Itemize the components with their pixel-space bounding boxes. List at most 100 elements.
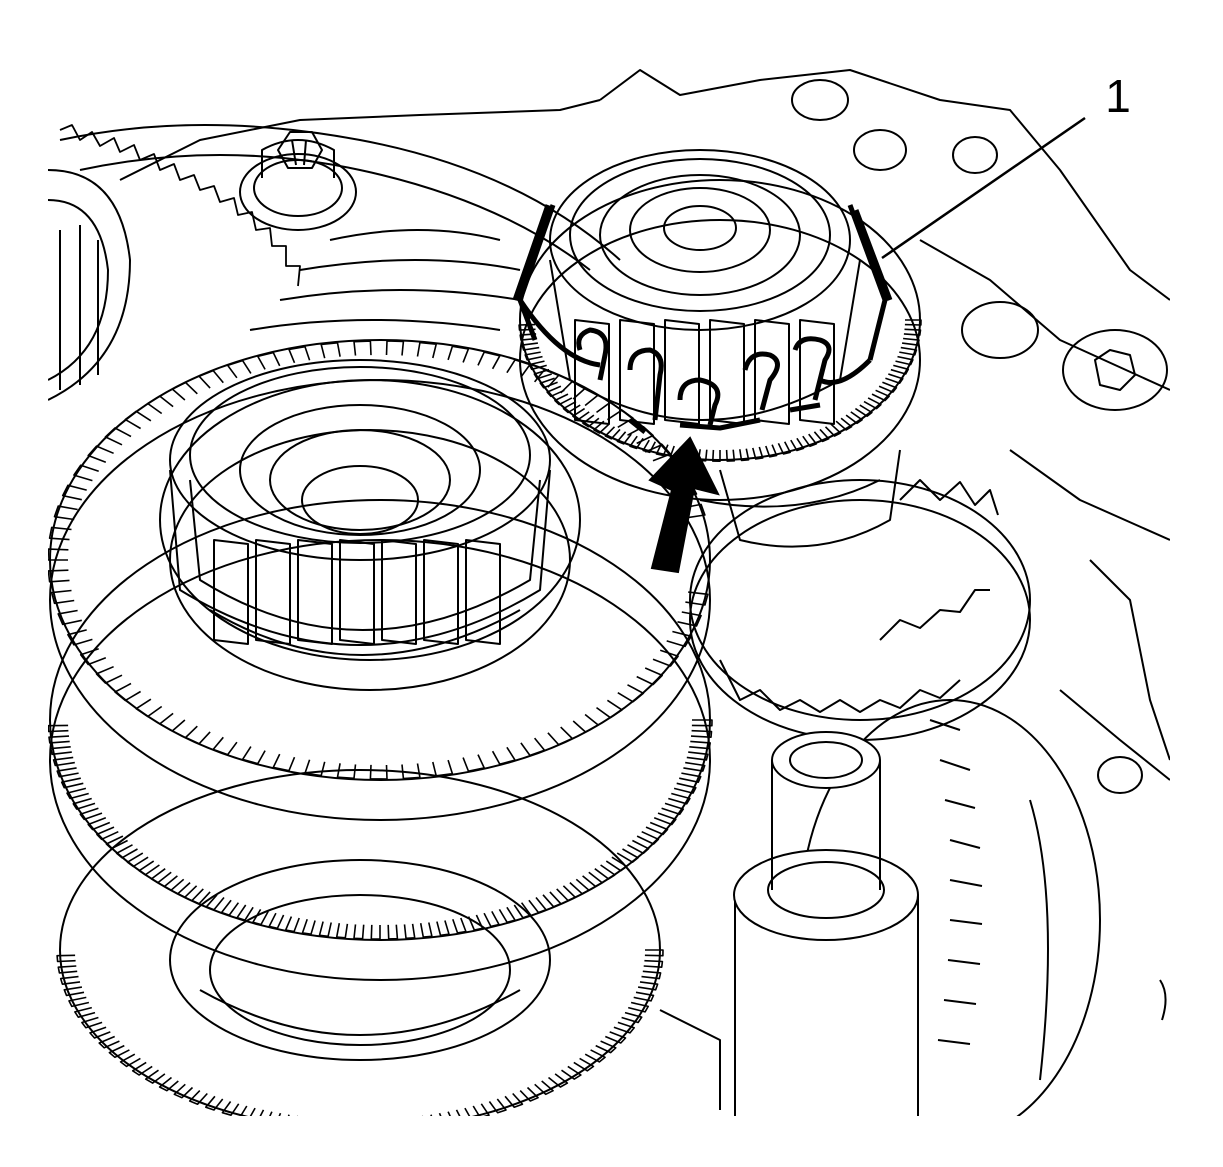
gear-tooth — [173, 1083, 194, 1099]
gear-tooth — [725, 449, 736, 462]
gear-tooth — [351, 1120, 361, 1133]
up-arrow-icon — [648, 436, 720, 574]
bearing-roller — [619, 319, 655, 425]
housing-bolt — [239, 131, 357, 231]
gear-tooth — [863, 397, 882, 410]
gear-tooth — [89, 1026, 111, 1039]
gear-tooth — [534, 1080, 554, 1096]
gear-tooth — [59, 975, 81, 985]
gear-tooth — [854, 404, 873, 417]
gear-tooth — [572, 713, 599, 733]
gear-tooth — [636, 667, 663, 686]
gear-tooth — [150, 868, 172, 884]
gear-tooth — [272, 753, 296, 772]
gear-tooth — [48, 548, 69, 561]
shift-shaft — [733, 731, 919, 1116]
gear-tooth — [765, 444, 778, 458]
gear-tooth — [519, 1086, 539, 1102]
lower-left-gear — [59, 769, 721, 1116]
gear-tooth — [546, 385, 565, 398]
gear-tooth — [301, 919, 316, 935]
gear-tooth — [548, 1073, 569, 1088]
gear-tooth — [636, 830, 660, 845]
gear-tooth — [296, 1115, 299, 1116]
bearing-roller — [297, 539, 333, 645]
gear-tooth — [666, 630, 692, 648]
right-gear — [519, 179, 921, 548]
gear-tooth — [159, 712, 186, 732]
gear-tooth — [498, 906, 516, 924]
gear-tooth — [171, 381, 198, 401]
gear-tooth — [126, 852, 149, 868]
gear-tooth — [73, 464, 99, 482]
gear-tooth — [48, 724, 69, 733]
gear-tooth — [144, 1069, 166, 1084]
gear-tooth — [616, 431, 632, 445]
gear-tooth — [542, 891, 562, 908]
gear-tooth — [87, 445, 114, 463]
gear-tooth — [633, 991, 655, 1002]
gear-tooth — [528, 896, 547, 914]
gear-tooth — [205, 1095, 224, 1111]
gear-tooth — [72, 797, 96, 810]
gear-tooth — [114, 682, 142, 702]
gear-tooth — [637, 981, 659, 991]
gear-tooth — [605, 856, 628, 872]
gear-tooth — [835, 417, 853, 431]
gear-tooth — [369, 764, 388, 780]
gear-tooth — [547, 726, 574, 746]
gear-tooth — [604, 1031, 627, 1044]
gear-tooth — [48, 735, 70, 744]
gear-tooth — [668, 792, 691, 805]
gear-tooth — [506, 359, 531, 378]
left-gear-bearing — [169, 359, 551, 656]
gear-tooth — [405, 1117, 417, 1130]
gear-tooth — [188, 1090, 208, 1105]
gear-tooth — [432, 759, 454, 777]
gear-tooth — [98, 1035, 120, 1049]
gear-tooth — [320, 342, 341, 359]
gear-tooth — [135, 698, 163, 718]
gear-tooth — [146, 395, 174, 415]
gear-tooth — [606, 409, 634, 428]
gear-tooth — [124, 410, 152, 430]
gear-tooth — [584, 394, 612, 414]
gear-tooth — [790, 437, 805, 452]
gear-tooth — [259, 1109, 273, 1116]
gear-tooth — [642, 439, 657, 454]
gear-tooth — [105, 835, 128, 850]
gear-tooth — [119, 1053, 141, 1068]
gear-tooth — [462, 754, 485, 772]
gear-tooth — [108, 1044, 130, 1059]
gear-tooth — [74, 1006, 96, 1018]
gear-tooth — [268, 912, 285, 930]
gear-tooth — [436, 920, 450, 937]
gear-tooth — [483, 911, 500, 928]
gear-tooth — [67, 629, 93, 646]
gear-tooth — [387, 924, 399, 940]
gear-tooth — [68, 996, 90, 1008]
gear-tooth — [50, 589, 75, 605]
gear-tooth — [115, 844, 138, 859]
gear-tooth — [661, 802, 685, 816]
gear-tooth — [504, 1092, 524, 1108]
gear-tooth — [777, 441, 791, 455]
gear-tooth — [421, 1114, 433, 1116]
gear-tooth — [712, 449, 721, 462]
gear-tooth — [472, 1103, 490, 1116]
gear-tooth — [332, 1119, 343, 1132]
gear-tooth — [596, 699, 623, 719]
gear-tooth — [95, 665, 123, 684]
gear-tooth — [644, 949, 664, 957]
synchronizer-assembly — [689, 479, 1031, 741]
gear-tooth — [569, 878, 590, 895]
gear-tooth — [304, 759, 326, 777]
gear-tooth — [643, 959, 664, 968]
gear-tooth — [239, 1105, 256, 1116]
gear-tooth — [554, 393, 573, 406]
callout-label: 1 — [1105, 70, 1131, 122]
gear-tooth — [48, 526, 72, 541]
gear-tooth — [689, 740, 711, 750]
gear-tooth — [621, 1011, 643, 1024]
gear-tooth — [163, 875, 185, 891]
